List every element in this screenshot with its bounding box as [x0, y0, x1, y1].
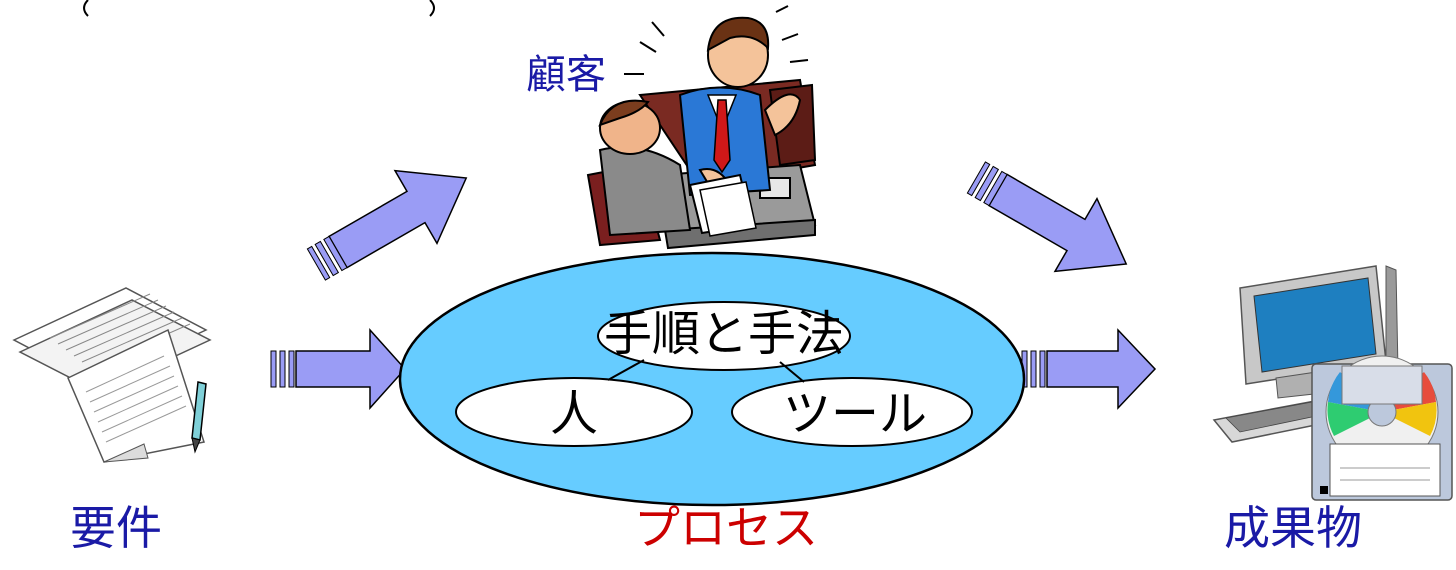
people-node [455, 377, 693, 447]
tools-node [731, 377, 973, 447]
documents-with-pen-icon [12, 287, 212, 463]
business-meeting-icon [586, 5, 817, 250]
process-ellipse [398, 251, 1026, 507]
arrow-deliverables-to-customer [966, 161, 1128, 273]
computer-with-disc-icon [1212, 265, 1453, 501]
people-node-label: 人 [549, 386, 598, 442]
bracket-fragment-right [429, 0, 435, 17]
arrow-requirements-to-process [270, 328, 407, 410]
process-label: プロセス [634, 501, 818, 555]
arrow-process-to-deliverables [1021, 328, 1157, 410]
requirements-label: 要件 [70, 501, 162, 555]
tools-node-label: ツール [782, 386, 927, 442]
connector-methods-people [607, 359, 645, 381]
methods-node-label: 手順と手法 [604, 306, 845, 362]
arrow-customer-to-requirements [306, 169, 468, 281]
deliverables-label: 成果物 [1224, 501, 1362, 555]
customer-label: 顧客 [526, 52, 606, 98]
connector-methods-tools [779, 361, 805, 383]
methods-node [597, 301, 851, 371]
bracket-fragment-left [83, 0, 89, 17]
